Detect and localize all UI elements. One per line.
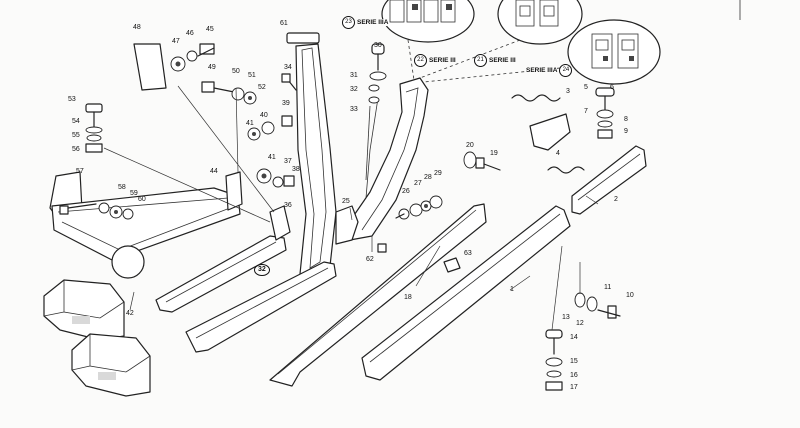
leader-lines	[103, 85, 599, 331]
part-number-18: 18	[404, 294, 412, 301]
part-number-61: 61	[280, 20, 288, 27]
floor-rail	[155, 235, 287, 313]
part-number-49: 49	[208, 64, 216, 71]
part-number-44: 44	[210, 168, 218, 175]
part-number-46: 46	[186, 30, 194, 37]
part-number-45: 45	[206, 26, 214, 33]
part-number-60: 60	[138, 196, 146, 203]
part-number-63: 63	[464, 250, 472, 257]
variant-number-22: 22	[414, 54, 427, 67]
part-number-2: 2	[614, 196, 618, 203]
detail-bubble-right	[497, 0, 583, 45]
variant-text-24: SERIE IIIA	[526, 67, 558, 74]
hardware	[59, 43, 621, 391]
part-number-41b: 41	[268, 154, 276, 161]
detail-circle	[111, 245, 145, 279]
part-number-9: 9	[624, 128, 628, 135]
part-number-38: 38	[292, 166, 300, 173]
part-number-42: 42	[126, 310, 134, 317]
part-number-37: 37	[284, 158, 292, 165]
sill-panel-1	[361, 205, 571, 381]
part-number-53: 53	[68, 96, 76, 103]
part-number-50: 50	[232, 68, 240, 75]
centre-pillar	[286, 32, 337, 281]
cover-panel-2	[571, 145, 647, 215]
variant-text-23: SERIE IIIA	[357, 19, 389, 26]
variant-label-23: 23 SERIE IIIA	[342, 16, 389, 29]
part-number-14: 14	[570, 334, 578, 341]
part-number-51: 51	[248, 72, 256, 79]
part-number-33: 33	[350, 106, 358, 113]
variant-label-22: 22 SERIE III	[414, 54, 456, 67]
part-number-15: 15	[570, 358, 578, 365]
detail-bubble-left	[381, 0, 475, 43]
variant-text-22: SERIE III	[429, 57, 456, 64]
variant-label-21: 21 SERIE III	[474, 54, 516, 67]
part-number-55: 55	[72, 132, 80, 139]
part-number-54: 54	[72, 118, 80, 125]
part-number-30: 30	[374, 42, 382, 49]
part-number-32-circled: 32	[254, 264, 270, 276]
part-number-52: 52	[258, 84, 266, 91]
part-number-7: 7	[584, 108, 588, 115]
step-block-lower	[71, 333, 151, 397]
part-number-8: 8	[624, 116, 628, 123]
step-block-upper	[43, 279, 125, 341]
left-frame	[49, 171, 243, 261]
spring-4	[547, 166, 585, 174]
part-number-12: 12	[576, 320, 584, 327]
part-number-39: 39	[282, 100, 290, 107]
sill-panel-18	[269, 203, 487, 387]
part-number-62: 62	[366, 256, 374, 263]
variant-number-21: 21	[474, 54, 487, 67]
part-number-16: 16	[570, 372, 578, 379]
part-number-17: 17	[570, 384, 578, 391]
part-number-47: 47	[172, 38, 180, 45]
part-number-1: 1	[510, 286, 514, 293]
part-number-41a: 41	[246, 120, 254, 127]
part-number-31: 31	[350, 72, 358, 79]
part-number-29: 29	[434, 170, 442, 177]
part-number-26: 26	[402, 188, 410, 195]
part-number-34: 34	[284, 64, 292, 71]
spring-5	[511, 94, 561, 102]
variant-number-24: 24	[559, 64, 573, 77]
part-number-20: 20	[466, 142, 474, 149]
part-number-19: 19	[490, 150, 498, 157]
part-number-6: 6	[610, 84, 614, 91]
part-number-59: 59	[130, 190, 138, 197]
detail-bubble-serie-iiia	[567, 19, 661, 85]
variant-text-21: SERIE III	[489, 57, 516, 64]
part-number-5: 5	[584, 84, 588, 91]
part-number-11: 11	[604, 284, 612, 291]
part-number-32: 32	[350, 86, 358, 93]
part-number-40: 40	[260, 112, 268, 119]
lower-rail	[185, 261, 337, 353]
variant-number-23: 23	[342, 16, 355, 29]
variant-label-24: SERIE IIIA 24	[526, 64, 573, 77]
part-number-58: 58	[118, 184, 126, 191]
cover-panel-3	[529, 113, 571, 151]
part-number-57: 57	[76, 168, 84, 175]
part-number-3: 3	[566, 88, 570, 95]
part-number-28: 28	[424, 174, 432, 181]
bracket-25	[335, 205, 359, 245]
part-number-13: 13	[562, 314, 570, 321]
part-number-25: 25	[342, 198, 350, 205]
part-number-10: 10	[626, 292, 634, 299]
part-number-27: 27	[414, 180, 422, 187]
part-number-48: 48	[133, 24, 141, 31]
part-number-56: 56	[72, 146, 80, 153]
part-number-36: 36	[284, 202, 292, 209]
part-number-4: 4	[556, 150, 560, 157]
